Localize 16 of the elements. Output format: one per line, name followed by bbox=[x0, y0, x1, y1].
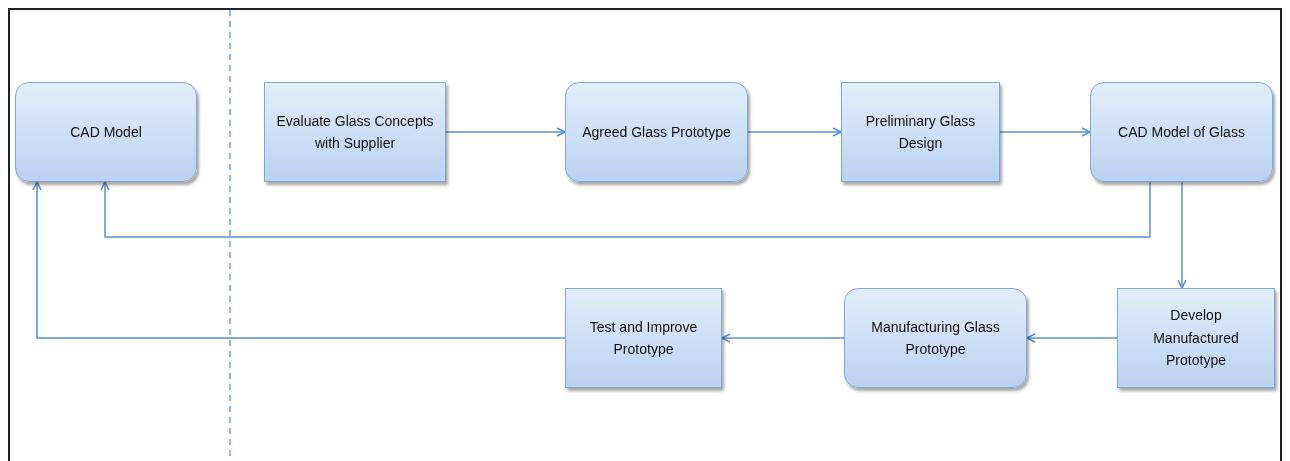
arrow bbox=[445, 127, 566, 137]
arrow bbox=[721, 333, 845, 343]
process-box: Evaluate Glass Concepts with Supplier bbox=[264, 82, 446, 182]
arrow bbox=[1177, 181, 1187, 289]
rounded-process-box: Agreed Glass Prototype bbox=[565, 82, 748, 182]
arrow bbox=[32, 181, 566, 339]
arrow bbox=[100, 181, 1151, 238]
arrow bbox=[1026, 333, 1118, 343]
process-box: Test and Improve Prototype bbox=[565, 288, 722, 388]
arrow bbox=[999, 127, 1091, 137]
rounded-process-box: CAD Model of Glass bbox=[1090, 82, 1273, 182]
arrow bbox=[747, 127, 842, 137]
rounded-process-box: CAD Model bbox=[15, 82, 197, 182]
process-box: Preliminary Glass Design bbox=[841, 82, 1000, 182]
process-box: Develop Manufactured Prototype bbox=[1117, 288, 1275, 388]
rounded-process-box: Manufacturing Glass Prototype bbox=[844, 288, 1027, 388]
